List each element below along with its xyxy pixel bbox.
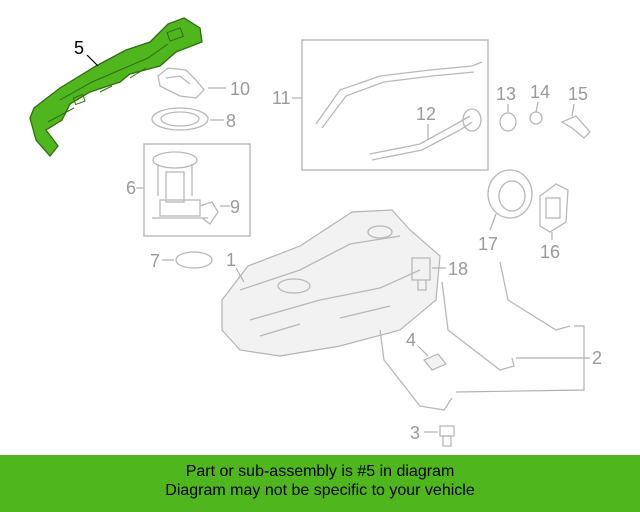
part-16-fuel-door bbox=[539, 183, 569, 233]
callout-16[interactable]: 16 bbox=[540, 242, 560, 262]
callout-5[interactable]: 5 bbox=[74, 38, 84, 58]
leader-1 bbox=[235, 267, 245, 283]
callout-3[interactable]: 3 bbox=[410, 423, 420, 443]
part-1-fuel-tank bbox=[221, 209, 441, 357]
callout-12[interactable]: 12 bbox=[416, 104, 436, 124]
part-5-heat-shield[interactable] bbox=[29, 17, 203, 158]
leader-17 bbox=[489, 213, 497, 231]
callout-11[interactable]: 11 bbox=[272, 88, 291, 108]
fuel-pump-box bbox=[143, 143, 251, 237]
part-8-lock-ring bbox=[151, 107, 209, 131]
callout-13[interactable]: 13 bbox=[496, 84, 516, 104]
callout-6[interactable]: 6 bbox=[126, 178, 136, 198]
leader-2a bbox=[455, 325, 585, 393]
part-13-seal bbox=[499, 112, 517, 132]
callout-4[interactable]: 4 bbox=[406, 330, 416, 350]
banner-line-disclaimer: Diagram may not be specific to your vehi… bbox=[165, 482, 475, 499]
leader-15 bbox=[571, 103, 575, 117]
part-18-sensor bbox=[411, 257, 431, 291]
callout-10[interactable]: 10 bbox=[230, 79, 250, 99]
part-3-bolt bbox=[439, 425, 455, 447]
part-14-grommet bbox=[529, 111, 543, 125]
part-2-straps bbox=[379, 261, 571, 411]
part-7-gasket bbox=[175, 251, 213, 269]
part-15-clip bbox=[560, 115, 591, 139]
part-6-fuel-pump bbox=[152, 151, 208, 219]
callout-17[interactable]: 17 bbox=[478, 234, 498, 254]
callout-2[interactable]: 2 bbox=[592, 348, 602, 368]
callout-15[interactable]: 15 bbox=[568, 84, 588, 104]
parts-diagram: 5 10 8 9 6 7 1 bbox=[29, 17, 602, 447]
callout-18[interactable]: 18 bbox=[448, 259, 468, 279]
part-10-bracket bbox=[157, 67, 205, 99]
leader-14 bbox=[535, 101, 539, 113]
leader-4 bbox=[417, 345, 429, 357]
part-4-bracket bbox=[423, 353, 447, 371]
leader-5 bbox=[86, 54, 99, 67]
part-17-filler-housing bbox=[487, 169, 533, 219]
callout-9[interactable]: 9 bbox=[230, 197, 240, 217]
part-12-filler-pipe bbox=[369, 108, 482, 161]
callout-8[interactable]: 8 bbox=[226, 111, 236, 131]
filler-pipe-box bbox=[301, 39, 489, 171]
callout-14[interactable]: 14 bbox=[530, 82, 550, 102]
callout-1[interactable]: 1 bbox=[226, 250, 236, 270]
info-banner: Part or sub-assembly is #5 in diagram Di… bbox=[0, 455, 640, 512]
part-11-vent-tube bbox=[315, 61, 483, 129]
callout-7[interactable]: 7 bbox=[150, 251, 160, 271]
banner-line-part: Part or sub-assembly is #5 in diagram bbox=[185, 463, 455, 480]
part-9-sender bbox=[199, 201, 219, 225]
